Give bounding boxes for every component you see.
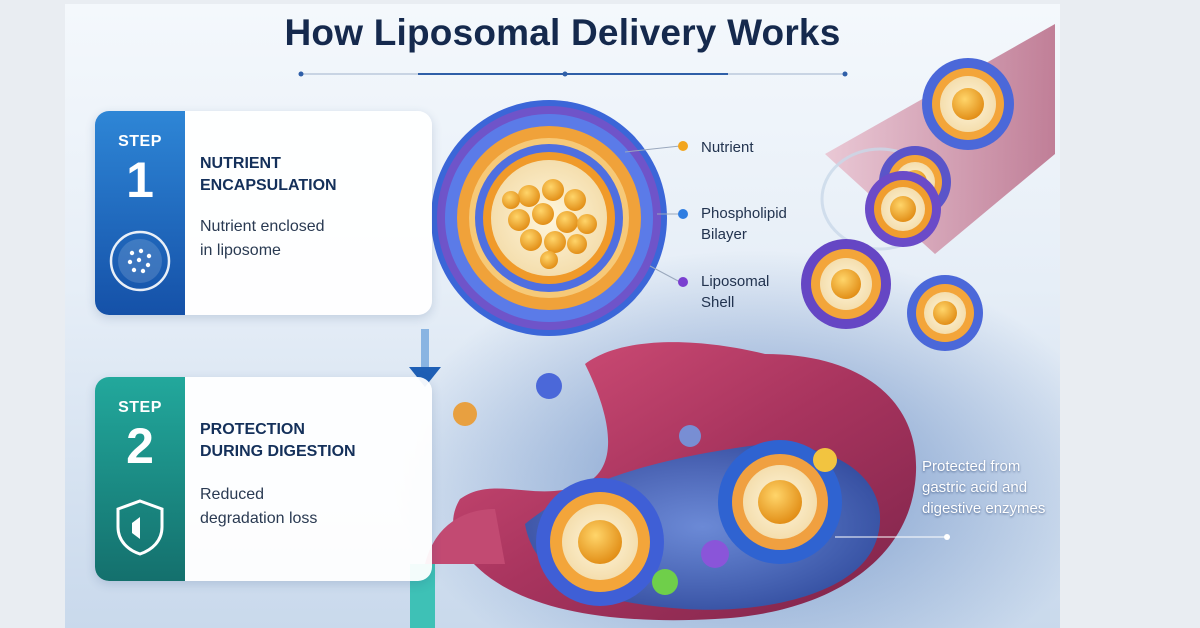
step-2-card: STEP 2 PROTECTION DURING DIGESTION Reduc… — [95, 377, 432, 581]
step-2-number: 2 — [126, 418, 154, 474]
page-title: How Liposomal Delivery Works — [284, 12, 841, 53]
callout-protection: Protected from gastric acid and digestiv… — [922, 458, 1046, 517]
step-2-label: STEP — [118, 399, 162, 416]
shield-icon — [116, 499, 164, 556]
step-2-description: Reduced degradation loss — [200, 486, 318, 527]
title-divider — [298, 71, 848, 77]
step-2-heading: PROTECTION DURING DIGESTION — [200, 421, 356, 460]
callout-phospholipid-bilayer: Phospholipid Bilayer — [701, 205, 787, 243]
step-1-description: Nutrient enclosed in liposome — [200, 218, 325, 259]
liposome-illustration — [410, 24, 1055, 628]
callout-nutrient: Nutrient — [701, 139, 754, 156]
callout-liposomal-shell: Liposomal Shell — [701, 273, 770, 311]
step-1-heading: NUTRIENT ENCAPSULATION — [200, 155, 337, 194]
step-2-badge: STEP 2 — [95, 377, 185, 581]
callout-markers — [624, 141, 950, 540]
large-liposome — [431, 100, 667, 336]
small-liposomes — [453, 58, 1014, 606]
step-1-badge: STEP 1 — [95, 111, 185, 315]
arrow-down-icon — [409, 329, 441, 387]
step-1-label: STEP — [118, 133, 162, 150]
infographic-panel: How Liposomal Delivery Works STEP 1 NUTR… — [65, 4, 1060, 628]
step-1-card: STEP 1 NUTRIENT ENCAPSULATION Nutrient e… — [95, 111, 432, 315]
step-1-number: 1 — [126, 152, 154, 208]
liposome-dots-icon — [109, 230, 171, 292]
